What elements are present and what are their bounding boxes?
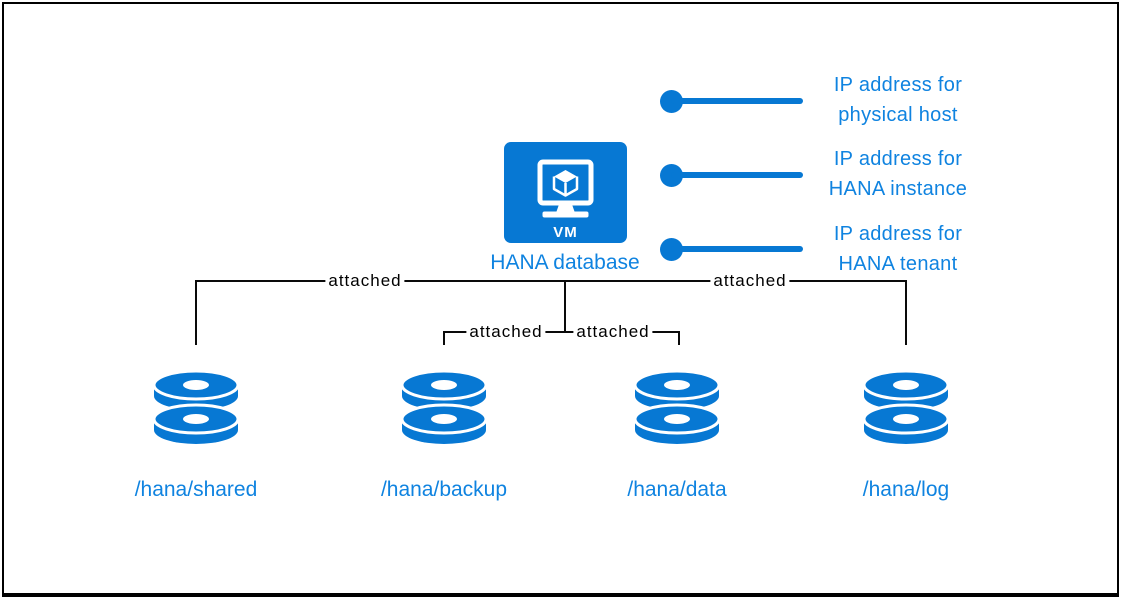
disk-label-hana-shared: /hana/shared [134, 478, 258, 501]
callout-text-line1: IP address for [833, 148, 963, 170]
callout-text-line2: physical host [838, 104, 958, 126]
disk-label-hana-log: /hana/log [862, 478, 950, 501]
callout-connector-line [671, 98, 803, 104]
attached-label: attached [710, 271, 790, 291]
disk-icon-hana-log [861, 369, 951, 447]
ip-callout-physical-host: IP address for physical host [801, 70, 995, 130]
diagram-border [2, 2, 1119, 597]
vm-icon: VM [504, 142, 627, 243]
disk-label-hana-backup: /hana/backup [380, 478, 508, 501]
attached-label: attached [466, 322, 546, 342]
ip-callout-hana-instance: IP address for HANA instance [801, 144, 995, 204]
disk-icon-hana-data [632, 369, 722, 447]
disk-icon-hana-shared [151, 369, 241, 447]
attached-label: attached [325, 271, 405, 291]
callout-connector-line [671, 246, 803, 252]
callout-text-line2: HANA tenant [838, 253, 958, 275]
disk-icon-hana-backup [399, 369, 489, 447]
callout-connector-line [671, 172, 803, 178]
ip-callout-hana-tenant: IP address for HANA tenant [801, 219, 995, 279]
vm-icon-text: VM [553, 224, 578, 241]
callout-text-line1: IP address for [833, 74, 963, 96]
vm-label: HANA database [490, 251, 640, 274]
callout-text-line2: HANA instance [828, 178, 968, 200]
disk-label-hana-data: /hana/data [627, 478, 727, 501]
attached-label: attached [573, 322, 653, 342]
callout-text-line1: IP address for [833, 223, 963, 245]
